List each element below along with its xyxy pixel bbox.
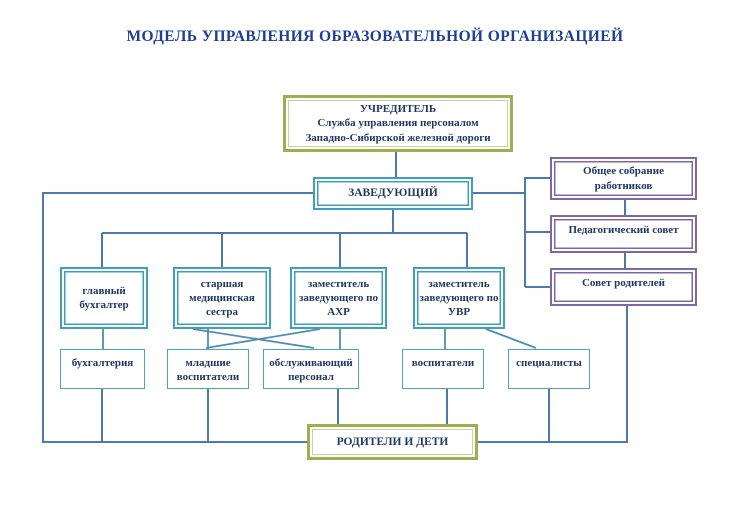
teachers-label: воспитатели xyxy=(411,357,475,369)
node-deputy-ahr: заместитель заведующего по АХР xyxy=(290,267,387,329)
service-staff-label: обслуживающий персонал xyxy=(269,357,353,384)
parents-council-label: Совет родителей xyxy=(581,277,666,289)
pedagogical-council-label: Педагогический совет xyxy=(568,224,679,236)
parents-children-label: РОДИТЕЛИ И ДЕТИ xyxy=(336,435,449,448)
page-title: МОДЕЛЬ УПРАВЛЕНИЯ ОБРАЗОВАТЕЛЬНОЙ ОРГАНИ… xyxy=(126,28,624,45)
deputy-uvr-label: заместитель заведующего по УВР xyxy=(419,277,499,319)
node-junior-teachers: младшие воспитатели xyxy=(167,349,249,389)
chief-accountant-label: главный бухгалтер xyxy=(79,284,129,311)
senior-nurse-label: старшая медицинская сестра xyxy=(189,277,255,319)
node-senior-nurse: старшая медицинская сестра xyxy=(173,267,271,329)
node-founder: УЧРЕДИТЕЛЬ Служба управления персоналом … xyxy=(283,95,513,152)
specialists-label: специалисты xyxy=(516,357,582,369)
node-teachers: воспитатели xyxy=(402,349,484,389)
founder-line1: УЧРЕДИТЕЛЬ xyxy=(359,103,437,116)
founder-line2: Служба управления персоналом xyxy=(317,117,479,130)
node-general-meeting: Общее собрание работников xyxy=(550,157,697,200)
node-specialists: специалисты xyxy=(508,349,590,389)
founder-line3: Западно-Сибирской железной дороги xyxy=(305,131,491,144)
node-accounting: бухгалтерия xyxy=(60,349,145,389)
node-chief-accountant: главный бухгалтер xyxy=(60,267,148,329)
node-deputy-uvr: заместитель заведующего по УВР xyxy=(413,267,505,329)
deputy-ahr-label: заместитель заведующего по АХР xyxy=(298,277,379,319)
node-service-staff: обслуживающий персонал xyxy=(263,349,359,389)
general-meeting-label: Общее собрание работников xyxy=(583,165,664,192)
node-pedagogical-council: Педагогический совет xyxy=(550,215,697,253)
accounting-label: бухгалтерия xyxy=(71,357,134,369)
node-parents-children: РОДИТЕЛИ И ДЕТИ xyxy=(307,424,478,460)
head-label: ЗАВЕДУЮЩИЙ xyxy=(348,187,438,200)
node-head: ЗАВЕДУЮЩИЙ xyxy=(313,177,473,210)
node-parents-council: Совет родителей xyxy=(550,268,697,306)
junior-teachers-label: младшие воспитатели xyxy=(176,357,240,384)
